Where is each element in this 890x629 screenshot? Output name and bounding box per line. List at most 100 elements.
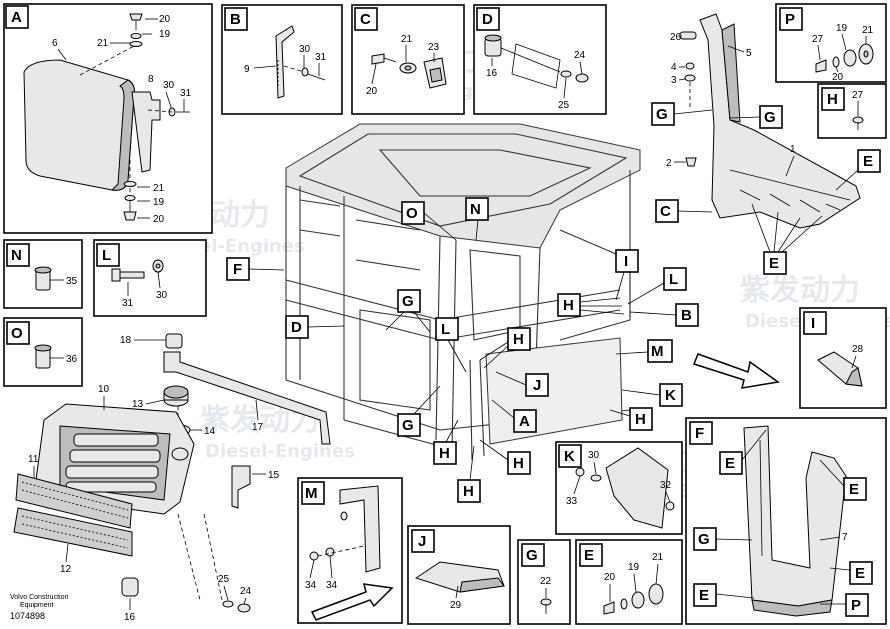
callout: 21 [862, 25, 874, 36]
panel-label: C [354, 7, 378, 31]
svg-text:G: G [402, 293, 414, 310]
callout: 33 [566, 496, 578, 507]
callout: 30 [588, 450, 600, 461]
panel-M: M 34 34 [297, 477, 403, 624]
svg-text:L: L [669, 271, 678, 288]
panel-label: A [5, 5, 29, 29]
svg-text:K: K [564, 448, 575, 465]
callout: 20 [366, 86, 378, 97]
panel-label: B [224, 7, 248, 31]
panel-label: E [579, 543, 603, 567]
svg-text:C: C [360, 11, 371, 28]
callout: 19 [159, 29, 171, 40]
callout: 24 [574, 50, 586, 61]
svg-text:L: L [102, 247, 111, 264]
callout: 35 [66, 276, 78, 287]
footer: Volvo Construction Equipment 1074898 [10, 594, 68, 621]
panel-K: K 30 33 32 [555, 441, 683, 535]
callout: 20 [832, 72, 844, 83]
callout: 16 [486, 68, 498, 79]
svg-text:H: H [513, 455, 524, 472]
callout: 34 [305, 580, 317, 591]
callout: 31 [122, 298, 134, 309]
callout: 23 [428, 42, 440, 53]
panel-I: I 28 [799, 307, 887, 409]
brand-line-2: Equipment [20, 602, 54, 609]
svg-text:P: P [785, 11, 795, 28]
svg-text:G: G [526, 547, 538, 564]
svg-text:G: G [656, 106, 668, 123]
callout: 36 [66, 354, 78, 365]
svg-text:H: H [635, 411, 646, 428]
drawing-number: 1074898 [10, 611, 45, 621]
svg-text:H: H [439, 445, 450, 462]
svg-text:O: O [406, 205, 418, 222]
svg-text:J: J [533, 377, 541, 394]
panel-C: C 21 23 20 [351, 4, 465, 115]
panel-A: A 20 19 21 6 8 30 31 [3, 3, 213, 234]
panel-G: G 22 [517, 539, 571, 625]
callout: 6 [52, 38, 58, 49]
svg-text:J: J [418, 533, 426, 550]
callout: 34 [326, 580, 338, 591]
callout: 10 [98, 384, 110, 395]
callout: 27 [812, 34, 824, 45]
svg-text:A: A [519, 413, 530, 430]
svg-text:O: O [11, 325, 23, 342]
callout: 27 [852, 90, 864, 101]
svg-text:B: B [681, 307, 692, 324]
svg-text:E: E [699, 587, 709, 604]
panel-B: B 9 30 31 [221, 4, 343, 115]
svg-text:H: H [827, 91, 838, 108]
svg-text:L: L [441, 321, 450, 338]
callout: 3 [671, 75, 677, 86]
callout: 17 [252, 422, 264, 433]
svg-text:P: P [851, 597, 861, 614]
panel-label: D [476, 7, 500, 31]
front-assembly: 18 17 13 14 10 11 12 1 [13, 333, 331, 623]
callout: 8 [148, 74, 154, 85]
svg-text:I: I [624, 253, 628, 270]
callout: 4 [671, 62, 677, 73]
callout: 25 [218, 574, 230, 585]
callout: 21 [652, 552, 664, 563]
panel-label: O [6, 321, 30, 345]
svg-text:A: A [11, 9, 22, 26]
svg-text:M: M [305, 485, 318, 502]
callout: 22 [540, 576, 552, 587]
watermark-cn: 紫发动力 [740, 273, 860, 308]
panel-label: J [411, 529, 435, 553]
panel-label: K [558, 444, 582, 468]
callout: 20 [159, 14, 171, 25]
cab-frame [285, 123, 641, 461]
panel-label: N [6, 243, 30, 267]
callout: 30 [156, 290, 168, 301]
panel-label: I [803, 311, 827, 335]
direction-arrow [693, 353, 780, 389]
callout: 11 [28, 454, 39, 465]
svg-text:K: K [665, 387, 676, 404]
callout: 30 [299, 44, 311, 55]
view-tags: F O N G G C E E I L H [226, 102, 881, 617]
panel-O: O 36 [3, 317, 83, 387]
callout: 32 [660, 480, 672, 491]
svg-text:E: E [863, 153, 873, 170]
svg-text:H: H [463, 483, 474, 500]
callout: 20 [153, 214, 165, 225]
callout: 19 [153, 197, 165, 208]
callout: 7 [842, 532, 848, 543]
panel-label: M [301, 481, 325, 505]
svg-text:H: H [513, 331, 524, 348]
panel-label: L [96, 243, 120, 267]
callout: 5 [746, 48, 752, 59]
callout: 2 [666, 158, 672, 169]
watermark-en: Diesel-Engines [205, 441, 355, 462]
svg-text:E: E [725, 455, 735, 472]
callout: 24 [240, 586, 252, 597]
panel-D: D 16 24 25 [473, 4, 607, 115]
svg-text:G: G [698, 531, 710, 548]
side-panel-assembly: 26 5 4 3 2 1 [666, 13, 861, 229]
callout: 28 [852, 344, 864, 355]
svg-text:C: C [660, 203, 671, 220]
svg-text:G: G [402, 417, 414, 434]
